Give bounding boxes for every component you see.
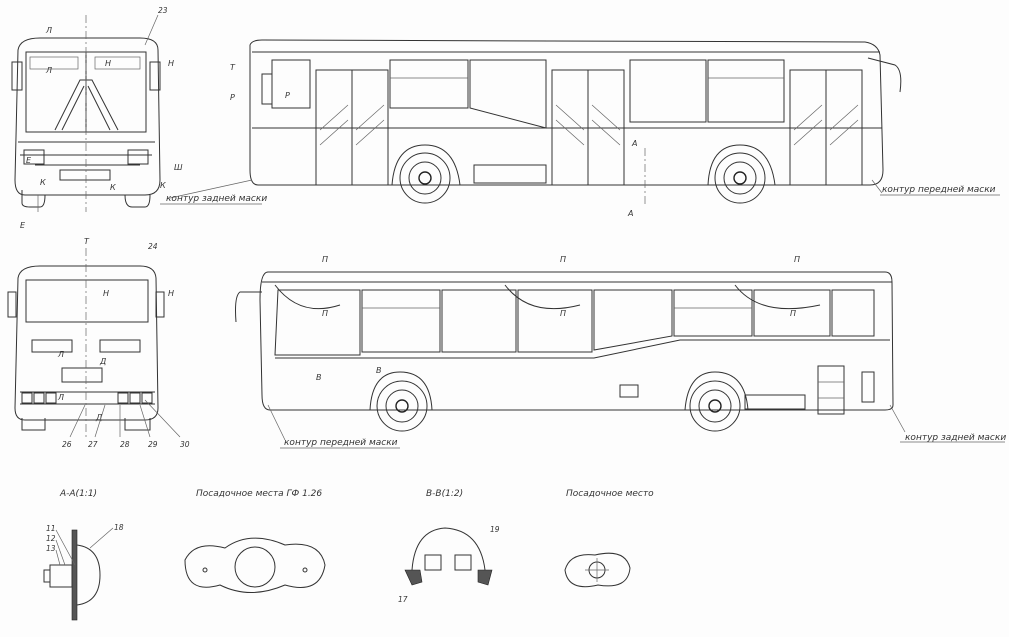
label-d: Д: [99, 357, 106, 366]
detail-section-bb: В-В(1:2) 19 17: [398, 489, 500, 604]
label-p: Р: [285, 91, 290, 100]
label-sh: Ш: [174, 163, 183, 172]
label-a: А: [627, 209, 633, 218]
callout-23: 23: [158, 6, 168, 15]
detail-seat: Посадочное место: [564, 489, 654, 588]
label-v: В: [316, 373, 322, 382]
front-view: Л Л Н Н Е Е К К К Ш 23: [11, 6, 183, 230]
label-l: Л: [57, 393, 64, 402]
callout-29: 29: [148, 440, 158, 449]
label-e: Е: [26, 156, 32, 165]
label-d: Д: [95, 413, 102, 422]
side-view-right: Т Р Р А А контур задней маски контур пер…: [160, 39, 1000, 218]
callout-30: 30: [180, 440, 190, 449]
label-l: Л: [45, 66, 52, 75]
front-mask-contour-label: контур передней маски: [882, 185, 996, 195]
rear-view: Т Н Н Л Л Д Д 24 26 27 28 29 30: [7, 237, 190, 449]
detail-title: Посадочное место: [566, 489, 654, 499]
callout-19: 19: [490, 525, 500, 534]
callout-17: 17: [398, 595, 408, 604]
callout-11: 11: [46, 524, 56, 533]
callout-18: 18: [114, 523, 124, 532]
side-view-left: П П П П П П В В контур передней маски ко…: [235, 255, 1006, 449]
label-p: Р: [230, 93, 235, 102]
door-rear: [315, 69, 389, 186]
label-h: Н: [105, 59, 111, 68]
detail-title: А-А(1:1): [59, 489, 97, 499]
callout-24: 24: [148, 242, 158, 251]
rear-mask-contour-label: контур задней маски: [905, 433, 1006, 443]
label-p: П: [560, 309, 566, 318]
label-p: П: [560, 255, 566, 264]
label-l: Л: [57, 350, 64, 359]
detail-seat-gf: Посадочное места ГФ 1.26: [184, 489, 326, 593]
label-a: А: [631, 139, 637, 148]
detail-title: В-В(1:2): [426, 489, 463, 499]
label-p: П: [322, 255, 328, 264]
label-p: П: [790, 309, 796, 318]
door-middle: [551, 69, 625, 186]
label-t: Т: [84, 237, 90, 246]
detail-section-aa: А-А(1:1) 11 12 13 18: [43, 489, 124, 621]
label-l: Л: [45, 26, 52, 35]
callout-27: 27: [88, 440, 98, 449]
label-k: К: [110, 183, 116, 192]
front-mask-contour-label: контур передней маски: [284, 438, 398, 448]
callout-26: 26: [62, 440, 72, 449]
label-p: П: [794, 255, 800, 264]
label-h: Н: [168, 289, 174, 298]
label-t: Т: [230, 63, 236, 72]
label-k: К: [160, 181, 166, 190]
label-e: Е: [20, 221, 26, 230]
label-v: В: [376, 366, 382, 375]
callout-13: 13: [46, 544, 56, 553]
callout-28: 28: [120, 440, 130, 449]
door-front: [789, 69, 863, 186]
label-p: П: [322, 309, 328, 318]
label-h: Н: [103, 289, 109, 298]
detail-title: Посадочное места ГФ 1.26: [196, 489, 322, 499]
rear-mask-contour-label: контур задней маски: [166, 194, 267, 204]
label-h: Н: [168, 59, 174, 68]
label-k: К: [40, 178, 46, 187]
callout-12: 12: [46, 534, 56, 543]
